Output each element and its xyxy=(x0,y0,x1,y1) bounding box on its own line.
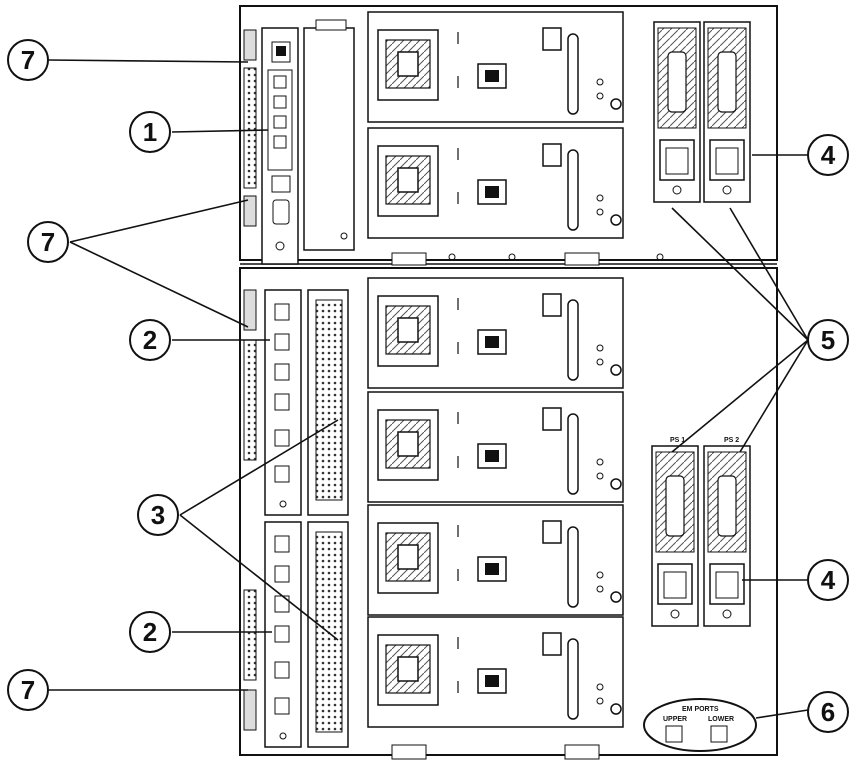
io-blades xyxy=(243,289,302,748)
callout-2-upper: 2 xyxy=(129,319,171,361)
svg-text:4: 4 xyxy=(821,565,836,595)
em-ports-lower-label: LOWER xyxy=(708,716,734,723)
callout-6: 6 xyxy=(807,691,849,733)
svg-text:1: 1 xyxy=(143,117,157,147)
ps1-label: PS 1 xyxy=(670,437,685,444)
callout-2-lower: 2 xyxy=(129,611,171,653)
callout-4-upper: 4 xyxy=(807,134,849,176)
svg-text:7: 7 xyxy=(41,227,55,257)
svg-text:6: 6 xyxy=(821,697,835,727)
callout-7-middle: 7 xyxy=(27,221,69,263)
power-supplies-lower: PS 1 PS 2 xyxy=(651,437,751,627)
callout-7-bottom: 7 xyxy=(7,669,49,711)
callouts: 7 1 4 7 5 2 3 4 xyxy=(7,39,849,733)
callout-1: 1 xyxy=(129,111,171,153)
callout-7-top: 7 xyxy=(7,39,49,81)
tape-drives xyxy=(367,11,624,728)
callout-5: 5 xyxy=(807,319,849,361)
svg-text:5: 5 xyxy=(821,325,835,355)
svg-text:3: 3 xyxy=(151,500,165,530)
callout-3: 3 xyxy=(137,494,179,536)
svg-text:7: 7 xyxy=(21,45,35,75)
em-ports: EM PORTS UPPER LOWER xyxy=(643,698,757,752)
callout-4-lower: 4 xyxy=(807,559,849,601)
svg-text:7: 7 xyxy=(21,675,35,705)
leader-lines xyxy=(47,59,809,719)
em-ports-upper-label: UPPER xyxy=(663,716,687,723)
svg-text:2: 2 xyxy=(143,617,157,647)
ps2-label: PS 2 xyxy=(724,437,739,444)
svg-text:4: 4 xyxy=(821,140,836,170)
em-ports-title: EM PORTS xyxy=(682,706,719,713)
library-control-blade xyxy=(243,19,355,265)
svg-text:2: 2 xyxy=(143,325,157,355)
